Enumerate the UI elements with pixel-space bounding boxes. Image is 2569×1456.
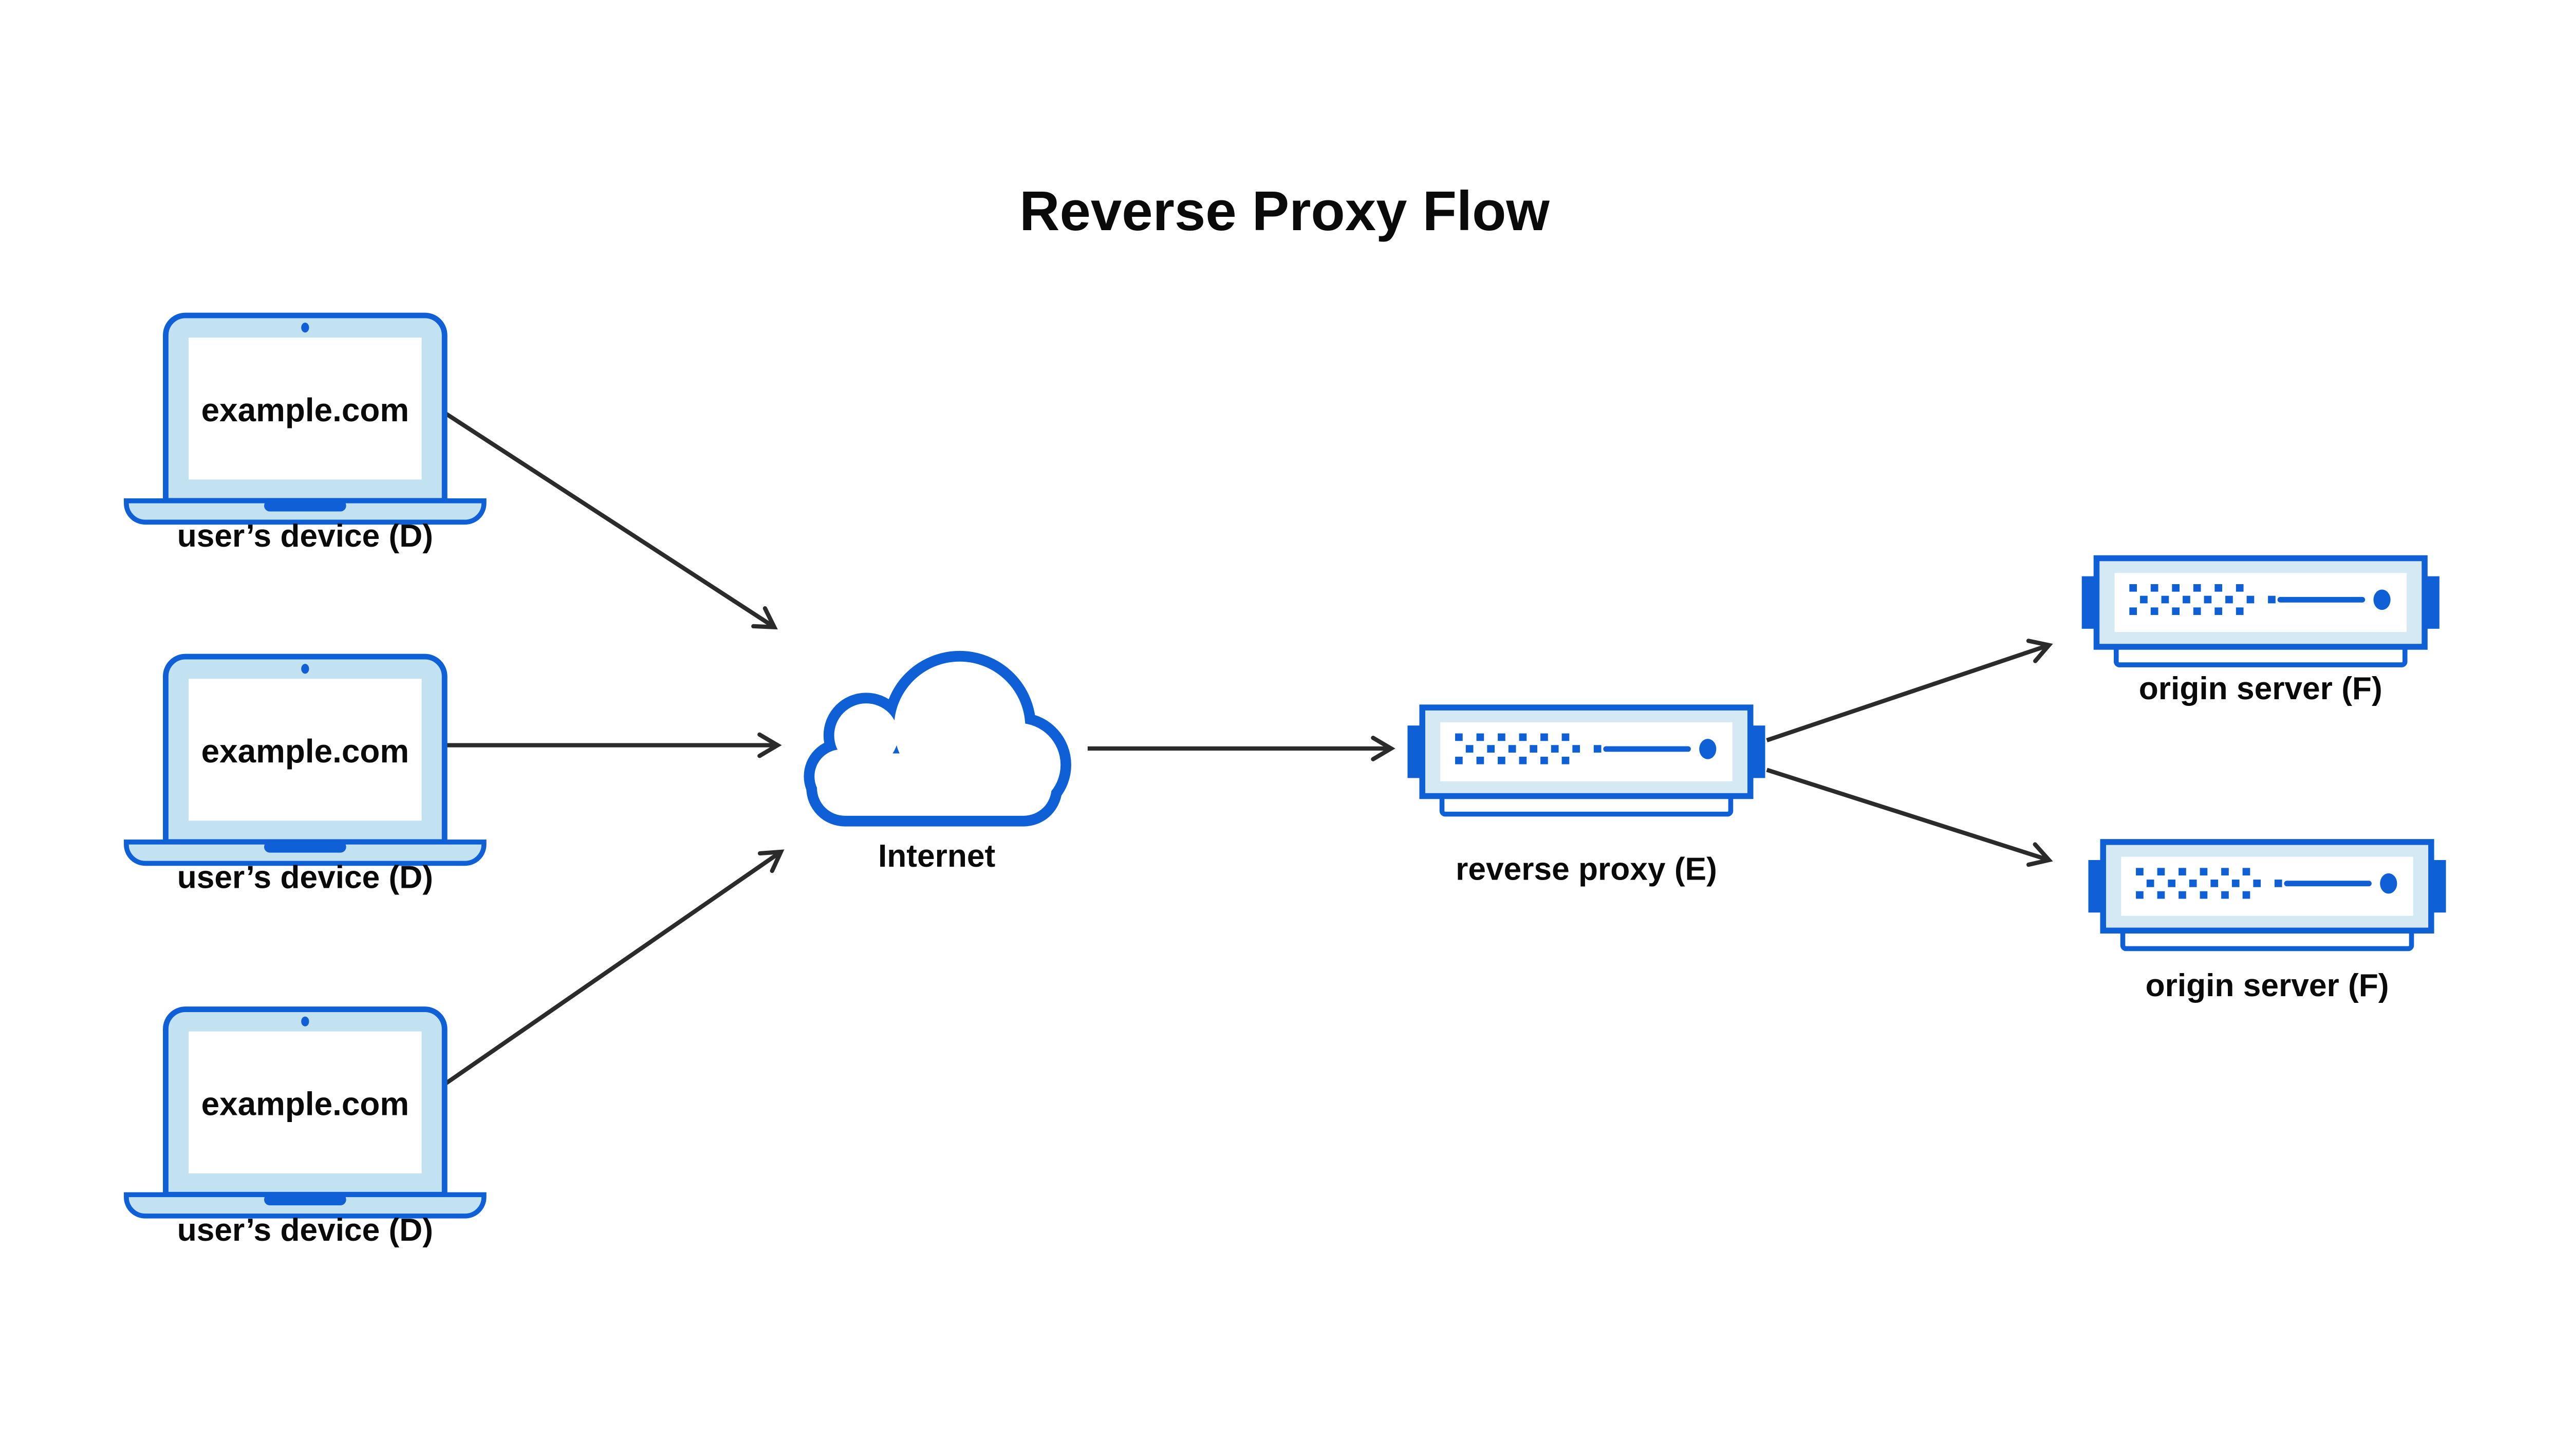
device-screen-text: example.com — [201, 391, 409, 428]
origin-server-label: origin server (F) — [2146, 968, 2389, 1003]
node-user-device-2: example.com user’s device (D) — [126, 657, 484, 895]
server-icon — [2088, 842, 2446, 949]
node-user-device-3: example.com user’s device (D) — [126, 1010, 484, 1248]
device-label: user’s device (D) — [177, 518, 433, 554]
internet-label: Internet — [878, 838, 995, 874]
reverse-proxy-label: reverse proxy (E) — [1456, 851, 1717, 887]
diagram-title: Reverse Proxy Flow — [1019, 180, 1550, 242]
server-icon — [2082, 558, 2440, 665]
node-user-device-1: example.com user’s device (D) — [126, 315, 484, 554]
arrow-proxy-to-origin2 — [1766, 768, 2053, 867]
arrow-device1-to-internet — [445, 412, 778, 630]
arrow-device3-to-internet — [445, 849, 785, 1085]
node-reverse-proxy: reverse proxy (E) — [1407, 707, 1765, 887]
cloud-icon — [804, 650, 1071, 827]
server-icon — [1407, 707, 1765, 814]
device-screen-text: example.com — [201, 733, 409, 770]
connection-arrows — [445, 412, 2053, 1085]
device-screen-text: example.com — [201, 1086, 409, 1123]
node-internet: Internet — [804, 650, 1071, 874]
arrow-proxy-to-origin1 — [1766, 639, 2053, 742]
device-label: user’s device (D) — [177, 860, 433, 895]
device-label: user’s device (D) — [177, 1212, 433, 1248]
node-origin-server-1: origin server (F) — [2082, 558, 2440, 706]
node-origin-server-2: origin server (F) — [2088, 842, 2446, 1003]
origin-server-label: origin server (F) — [2139, 671, 2382, 706]
